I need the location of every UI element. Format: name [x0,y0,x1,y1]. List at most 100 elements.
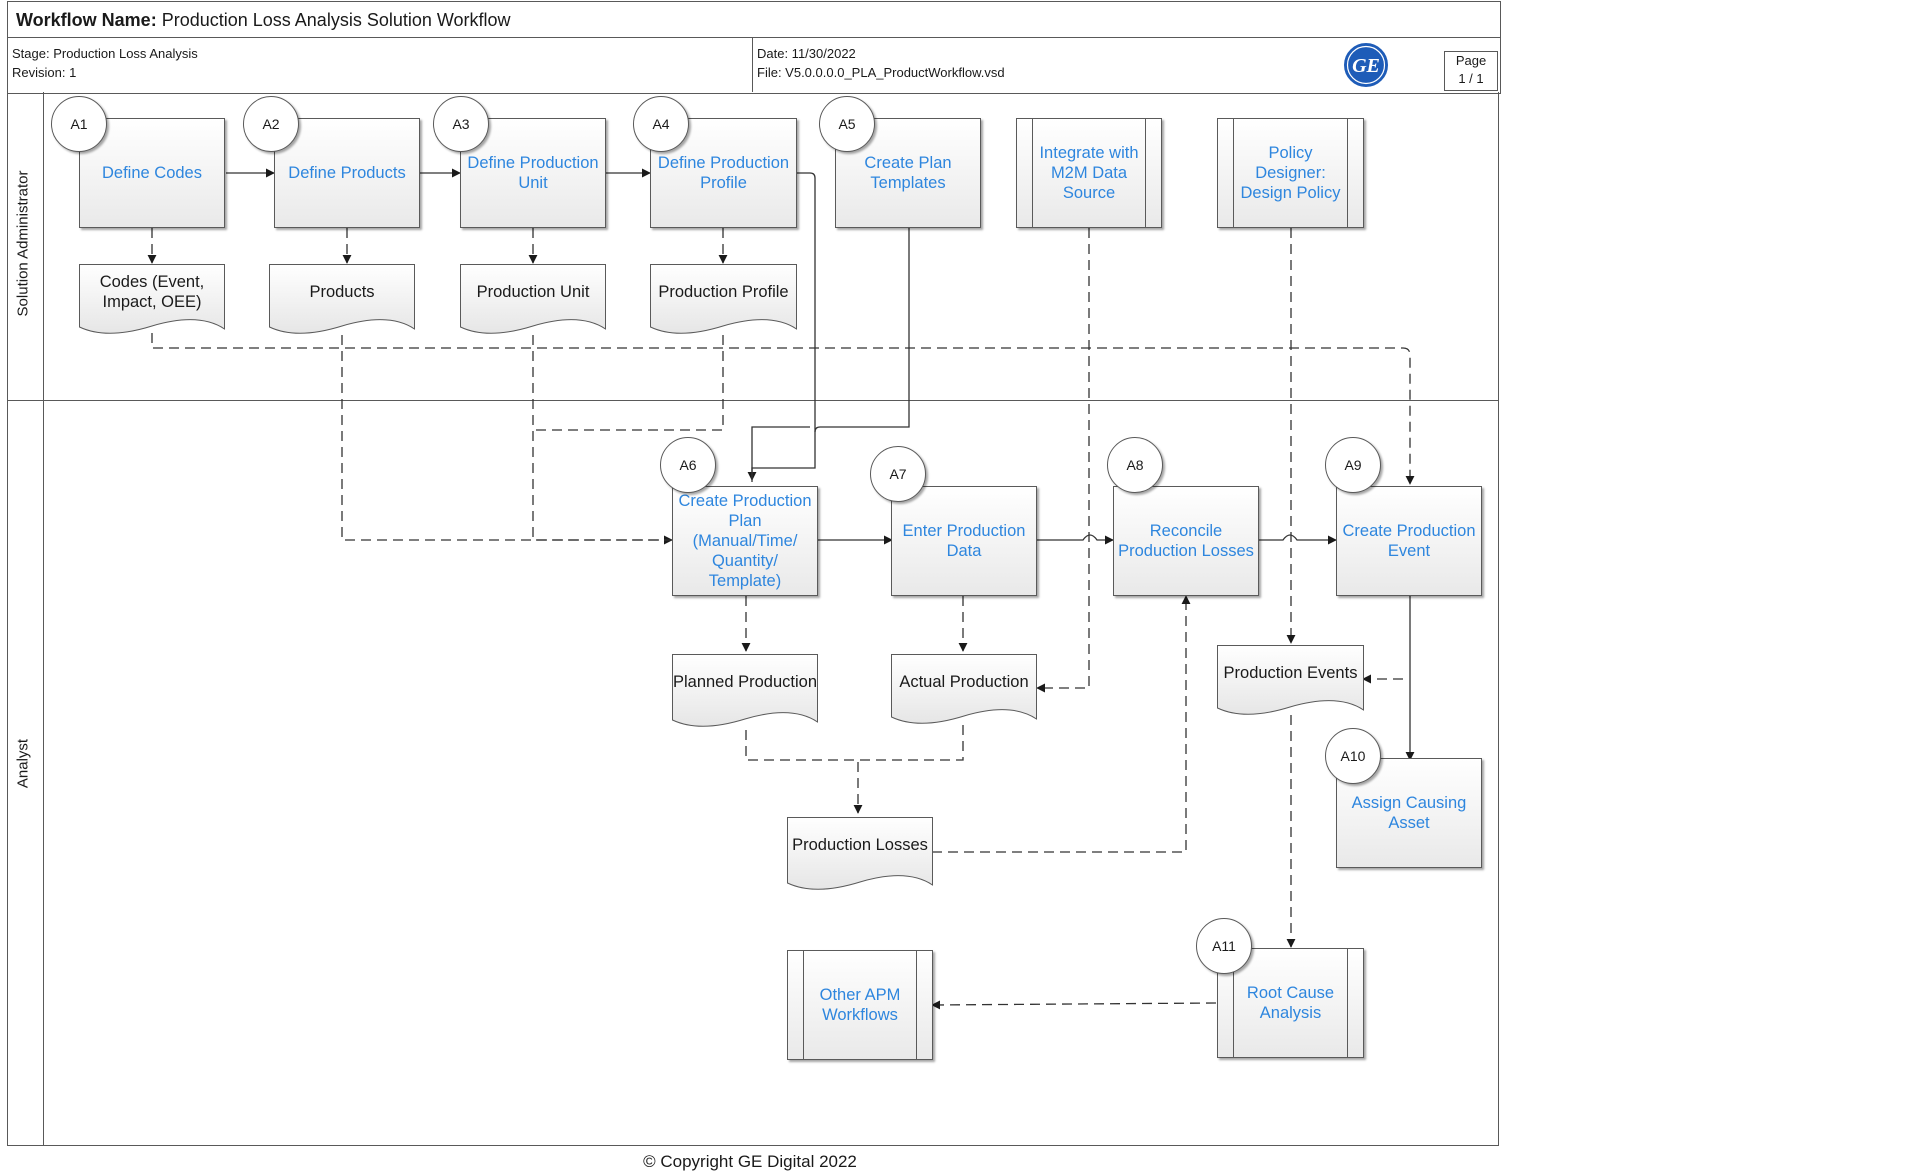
page-label: Page [1455,53,1487,68]
subprocess-policy-bar-left [1218,119,1234,227]
title-bar: Workflow Name: Production Loss Analysis … [7,1,1501,39]
doc-actual-production: Actual Production [891,654,1037,726]
doc-production-unit-shape [460,264,606,334]
doc-production-losses: Production Losses [787,817,933,893]
doc-production-profile: Production Profile [650,264,797,336]
step-a5-label: Create Plan Templates [864,154,952,192]
subprocess-m2m-label: Integrate with M2M Data Source [1039,144,1139,202]
step-a11-label: Root Cause Analysis [1246,984,1335,1022]
page-indicator: Page 1 / 1 [1444,51,1498,91]
stage-text: Stage: Production Loss Analysis [12,46,198,61]
step-a11-bar-left [1218,949,1234,1057]
doc-production-events: Production Events [1217,645,1364,717]
badge-a10: A10 [1325,728,1381,784]
flow-a11-other [931,1000,1217,1010]
doc-production-events-shape [1217,645,1364,715]
flow-losses-a8 [932,595,1191,853]
step-a6-create-production-plan[interactable]: Create Production Plan (Manual/Time/ Qua… [672,486,818,596]
subprocess-policy-bar-right [1347,119,1363,227]
flow-products-a6 [341,335,673,545]
step-a7-enter-production-data[interactable]: Enter Production Data [891,486,1037,596]
doc-production-profile-label: Production Profile [658,283,789,301]
flow-profile-a6 [533,335,724,431]
subprocess-other-apm-workflows[interactable]: Other APM Workflows [787,950,933,1060]
revision-text: Revision: 1 [12,65,77,80]
doc-production-unit: Production Unit [460,264,606,336]
badge-a4: A4 [633,96,689,152]
step-a10-label: Assign Causing Asset [1351,794,1467,832]
ge-logo: GE [1341,40,1391,90]
info-bar [7,37,1501,94]
badge-a7: A7 [870,446,926,502]
step-a9-label: Create Production Event [1342,522,1476,560]
badge-a8: A8 [1107,437,1163,493]
ge-logo-text: GE [1352,55,1380,77]
workflow-name: Production Loss Analysis Solution Workfl… [161,10,511,30]
badge-a5: A5 [819,96,875,152]
lane-header-divider [43,92,44,1146]
doc-products-label: Products [309,283,375,301]
lane-divider [7,400,1499,401]
doc-production-events-label: Production Events [1223,664,1358,682]
step-a9-create-production-event[interactable]: Create Production Event [1336,486,1482,596]
doc-products-shape [269,264,415,334]
badge-a6: A6 [660,437,716,493]
badge-a9: A9 [1325,437,1381,493]
flow-planned-losses [745,730,863,814]
step-a8-label: Reconcile Production Losses [1118,522,1254,560]
subprocess-other-bar-left [788,951,804,1059]
ge-logo-mark: GE [1342,41,1390,89]
flow-a4-a6 [747,172,816,481]
doc-production-losses-shape [787,817,933,890]
doc-codes-label: Codes (Event, Impact, OEE) [99,273,205,311]
flow-unit-a6 [532,335,672,541]
subprocess-m2m-bar-right [1145,119,1161,227]
flow-a7-a8 [1037,534,1114,545]
doc-codes-shape [79,264,225,334]
subprocess-m2m[interactable]: Integrate with M2M Data Source [1016,118,1162,228]
info-divider [752,37,753,92]
lanes-frame [7,92,1499,1146]
step-a3-label: Define Production Unit [467,154,599,192]
flow-a8-a9 [1259,534,1337,545]
doc-codes: Codes (Event, Impact, OEE) [79,264,225,336]
subprocess-m2m-bar-left [1017,119,1033,227]
doc-planned-production: Planned Production [672,654,818,730]
flow-a5-a6 [751,228,910,482]
step-a8-reconcile-losses[interactable]: Reconcile Production Losses [1113,486,1259,596]
step-a2-define-products[interactable]: Define Products [274,118,420,228]
workflow-name-label: Workflow Name: [16,10,157,30]
step-a4-label: Define Production Profile [657,154,790,192]
doc-production-unit-label: Production Unit [476,283,590,301]
step-a1-label: Define Codes [102,164,202,182]
flow-actual-losses [858,725,964,761]
doc-planned-production-shape [672,654,818,727]
copyright: © Copyright GE Digital 2022 [643,1152,857,1171]
subprocess-policy-designer[interactable]: Policy Designer: Design Policy [1217,118,1364,228]
badge-a11: A11 [1196,918,1252,974]
step-a11-bar-right [1347,949,1363,1057]
doc-production-profile-shape [650,264,797,334]
flow-codes-a9 [151,333,1415,485]
doc-actual-production-shape [891,654,1037,724]
doc-products: Products [269,264,415,336]
badge-a1: A1 [51,96,107,152]
badge-a3: A3 [433,96,489,152]
date-text: Date: 11/30/2022 [757,46,856,61]
doc-planned-production-label: Planned Production [672,673,818,691]
file-text: File: V5.0.0.0.0_PLA_ProductWorkflow.vsd [757,65,1005,80]
subprocess-policy-label: Policy Designer: Design Policy [1240,144,1341,202]
badge-a2: A2 [243,96,299,152]
page-value: 1 / 1 [1458,71,1484,86]
subprocess-other-label: Other APM Workflows [819,986,901,1024]
step-a7-label: Enter Production Data [902,522,1026,560]
step-a2-label: Define Products [288,164,406,182]
step-a6-label: Create Production Plan (Manual/Time/ Qua… [678,492,812,590]
workflow-title: Workflow Name: Production Loss Analysis … [16,2,511,38]
subprocess-other-bar-right [916,951,932,1059]
doc-production-losses-label: Production Losses [792,836,928,854]
flow-m2m-actual [1036,228,1090,693]
doc-actual-production-label: Actual Production [899,673,1029,691]
